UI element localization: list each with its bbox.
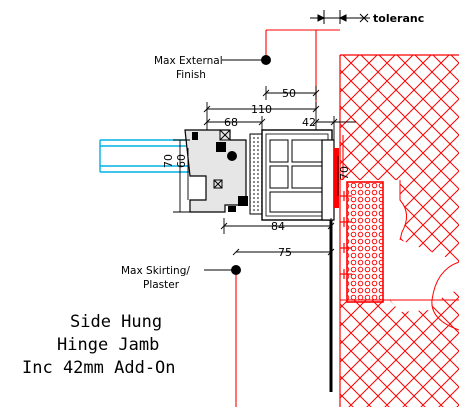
max-skirting-plaster-line1: Max Skirting/ — [121, 265, 190, 277]
max-external-finish-line2: Finish — [176, 69, 206, 81]
dimension-84: 84 — [271, 220, 285, 233]
max-skirting-plaster-line2: Plaster — [143, 279, 180, 291]
window-profile-section — [99, 129, 339, 221]
dimension-lines — [173, 86, 356, 260]
tolerance-label: toleranc — [373, 12, 424, 25]
max-external-finish-line1: Max External — [154, 55, 223, 67]
dimension-50: 50 — [282, 87, 296, 100]
dimension-42: 42 — [302, 116, 316, 129]
dimension-70-right: 70 — [338, 166, 351, 180]
dimension-68: 68 — [224, 116, 238, 129]
title-line-1: Side Hung — [70, 312, 162, 332]
dimension-60: 60 — [175, 154, 188, 168]
drawing-title: Side Hung Hinge Jamb Inc 42mm Add-On — [22, 312, 176, 378]
annotation-leaders — [204, 55, 271, 275]
dimension-110: 110 — [251, 103, 272, 116]
cavity-closer — [340, 181, 384, 303]
dimension-75: 75 — [278, 246, 292, 259]
dimension-70-left: 70 — [162, 154, 175, 168]
title-line-3: Inc 42mm Add-On — [22, 358, 176, 378]
title-line-2: Hinge Jamb — [57, 335, 159, 355]
tolerance-dimension — [310, 10, 370, 24]
